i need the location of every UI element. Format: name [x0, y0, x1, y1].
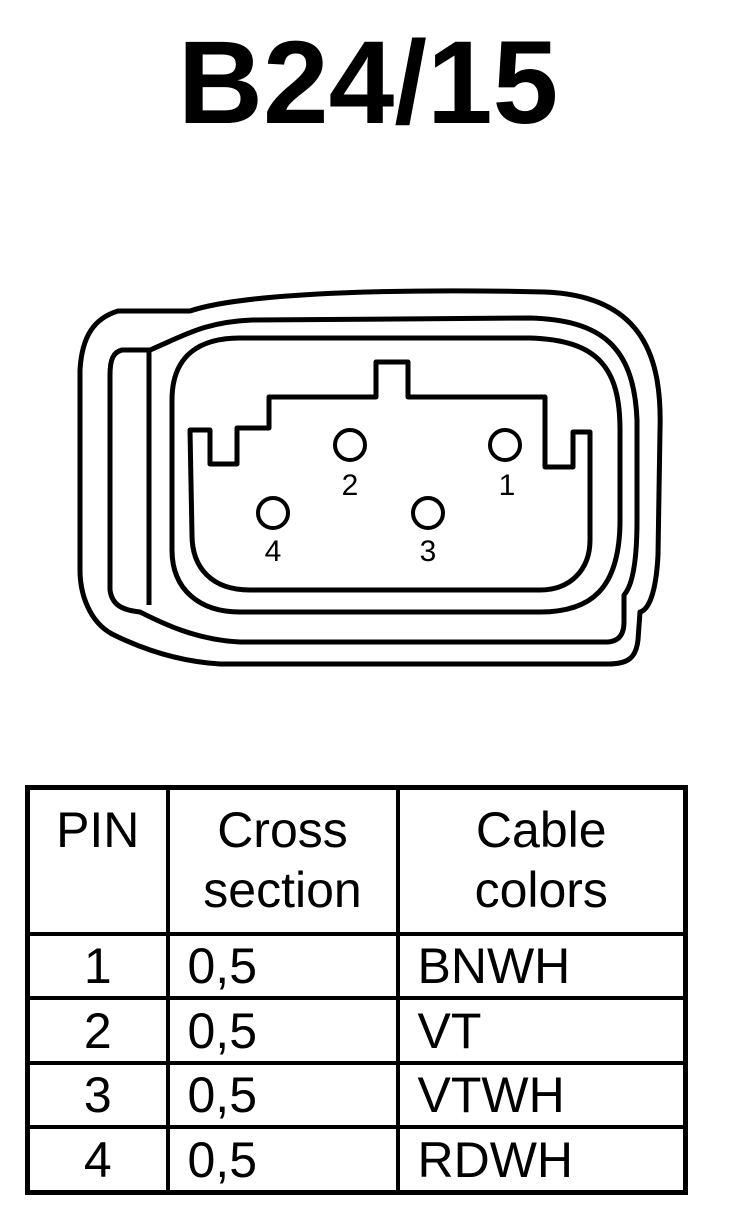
table-row: 1 0,5 BNWH: [25, 931, 688, 1001]
pin-table: PIN Cross section Cable colors 1 0,5 BNW…: [25, 785, 688, 1195]
pin-3-contact: [411, 496, 445, 530]
pin-1-contact: [488, 428, 522, 462]
cell-cross-section: 0,5: [165, 931, 400, 1001]
table-row: 2 0,5 VT: [25, 996, 688, 1065]
connector-pin-carrier: [187, 359, 593, 593]
cell-pin: 3: [25, 1060, 170, 1130]
connector-housing-rim: [107, 315, 640, 645]
table-row: 4 0,5 RDWH: [25, 1125, 688, 1195]
connector-housing-outer: [77, 288, 663, 667]
cell-cross-section: 0,5: [165, 996, 400, 1065]
pin-3-label: 3: [420, 535, 437, 568]
pin-1-label: 1: [499, 469, 516, 502]
header-cross-section: Cross section: [165, 785, 400, 936]
cell-cable-color: BNWH: [395, 931, 688, 1001]
cell-cable-color: VTWH: [395, 1060, 688, 1130]
pin-table-header: PIN Cross section Cable colors: [25, 785, 688, 936]
pin-2-label: 2: [342, 469, 359, 502]
cell-cable-color: VT: [395, 996, 688, 1065]
cell-cross-section: 0,5: [165, 1060, 400, 1130]
pin-4-label: 4: [265, 535, 282, 568]
cell-pin: 1: [25, 931, 170, 1001]
cell-pin: 4: [25, 1125, 170, 1195]
connector-title: B24/15: [177, 17, 559, 149]
cell-cross-section: 0,5: [165, 1125, 400, 1195]
header-pin: PIN: [25, 785, 170, 936]
pin-2-contact: [333, 428, 367, 462]
header-cable-colors: Cable colors: [395, 785, 688, 936]
pin-4-contact: [256, 496, 290, 530]
cell-cable-color: RDWH: [395, 1125, 688, 1195]
connector-cavity: [169, 335, 623, 615]
cell-pin: 2: [25, 996, 170, 1065]
table-row: 3 0,5 VTWH: [25, 1060, 688, 1130]
